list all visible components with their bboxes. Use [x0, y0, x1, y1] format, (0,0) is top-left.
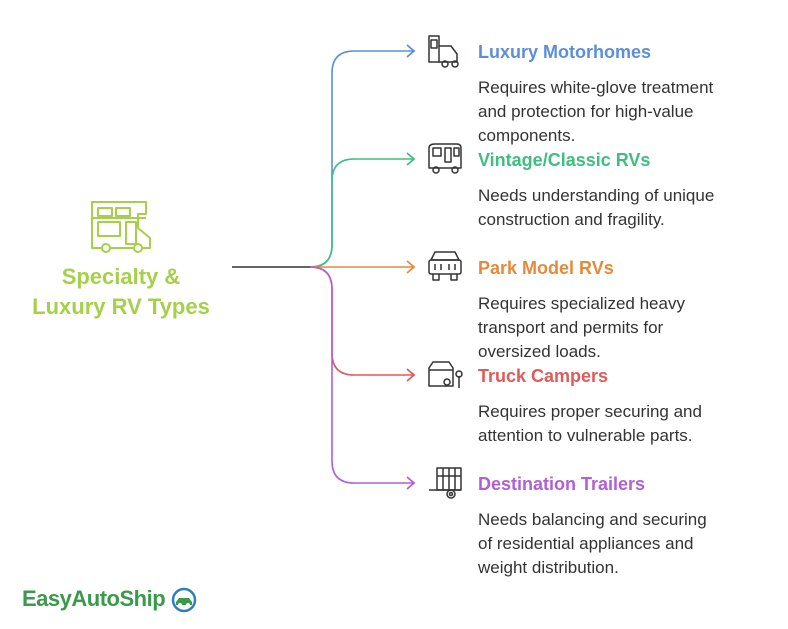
central-title-line-1: Specialty & [61, 264, 181, 289]
desc-line: weight distribution. [478, 558, 619, 577]
branch-arrow [406, 152, 416, 166]
branch-line [309, 266, 414, 376]
logo-text-easy: Easy [22, 586, 72, 611]
desc-line: Needs balancing and securing [478, 510, 707, 529]
item-title-luxury-motorhomes: Luxury Motorhomes [478, 42, 652, 62]
branch-line [309, 158, 414, 268]
item-title-vintage-classic-rvs: Vintage/Classic RVs [478, 150, 651, 170]
logo-text-ship: Ship [119, 586, 166, 611]
item-title-park-model-rvs: Park Model RVs [478, 258, 614, 278]
central-title-line-2: Luxury RV Types [32, 294, 210, 319]
desc-line: and protection for high-value [478, 102, 694, 121]
logo-text-auto: Auto [71, 586, 120, 611]
desc-line: Requires proper securing and [478, 402, 702, 421]
car-globe-icon [171, 587, 197, 613]
vintage-van-icon [428, 143, 462, 174]
item-desc-vintage-classic-rvs: Needs understanding of unique constructi… [478, 184, 778, 232]
desc-line: Requires white-glove treatment [478, 78, 714, 97]
desc-line: transport and permits for [478, 318, 664, 337]
item-desc-luxury-motorhomes: Requires white-glove treatment and prote… [478, 76, 778, 148]
item-desc-truck-campers: Requires proper securing and attention t… [478, 400, 778, 448]
desc-line: construction and fragility. [478, 210, 665, 229]
item-title-truck-campers: Truck Campers [478, 366, 609, 386]
easyautoship-logo: EasyAutoShip [22, 584, 197, 614]
branch-arrow [406, 44, 416, 58]
item-desc-park-model-rvs: Requires specialized heavy transport and… [478, 292, 778, 364]
rv-motorhome-icon [91, 201, 151, 253]
desc-line: Requires specialized heavy [478, 294, 685, 313]
branch-line [309, 266, 414, 484]
truck-camper-icon [428, 361, 463, 388]
item-desc-destination-trailers: Needs balancing and securing of resident… [478, 508, 778, 580]
branch-arrow [406, 368, 416, 382]
central-title: Specialty & Luxury RV Types [12, 262, 230, 322]
desc-line: Needs understanding of unique [478, 186, 715, 205]
desc-line: oversized loads. [478, 342, 601, 361]
trailer-icon [429, 467, 462, 499]
desc-line: of residential appliances and [478, 534, 694, 553]
heavy-vehicle-icon [428, 251, 462, 281]
desc-line: attention to vulnerable parts. [478, 426, 693, 445]
motorhome-truck-icon [428, 35, 459, 68]
branch-arrow [406, 476, 416, 490]
branch-arrow [406, 260, 416, 274]
desc-line: components. [478, 126, 576, 145]
item-title-destination-trailers: Destination Trailers [478, 474, 646, 494]
